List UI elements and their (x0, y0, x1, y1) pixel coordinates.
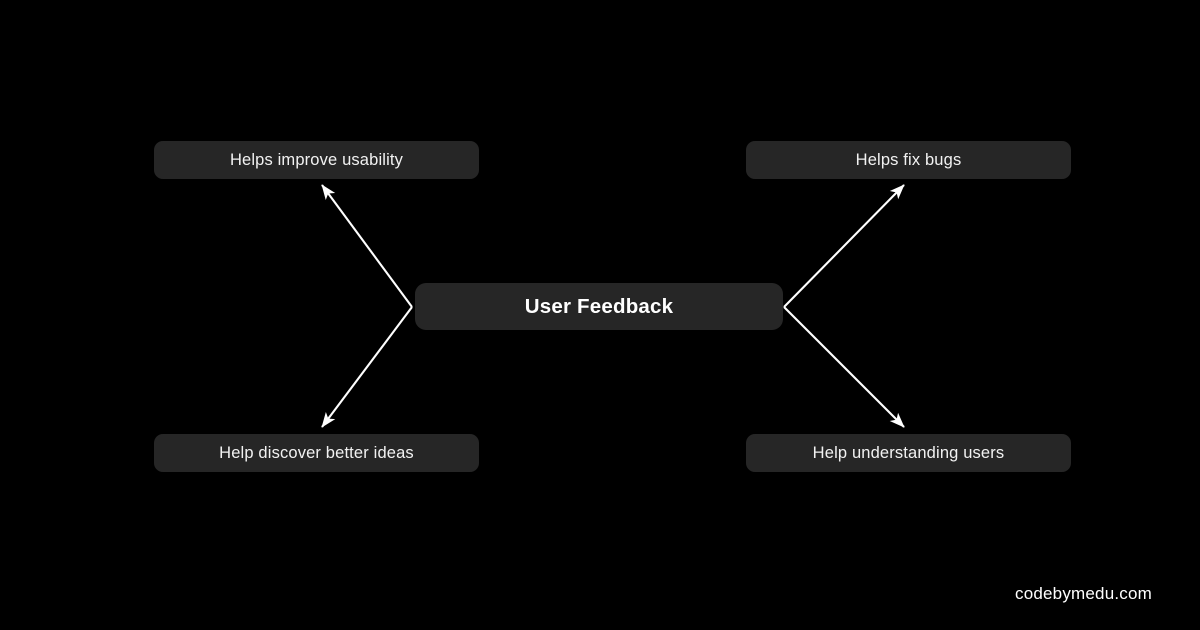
branch-node-label: Helps improve usability (229, 150, 404, 169)
branch-node-top-left[interactable]: Helps improve usability (154, 141, 479, 179)
branch-node-label: Help discover better ideas (219, 443, 414, 462)
branch-node-top-right[interactable]: Helps fix bugs (746, 141, 1071, 179)
center-node-label: User Feedback (524, 294, 674, 318)
edge-center-to-top-left (321, 184, 413, 308)
edge-center-to-bottom-right (783, 306, 905, 428)
center-node-user-feedback[interactable]: User Feedback (415, 283, 783, 330)
edge-center-to-bottom-left (321, 306, 413, 428)
branch-node-bottom-right[interactable]: Help understanding users (746, 434, 1071, 472)
branch-node-label: Help understanding users (812, 443, 1005, 462)
watermark: codebymedu.com (1015, 584, 1152, 603)
branch-node-label: Helps fix bugs (855, 150, 962, 169)
edge-center-to-top-right (783, 184, 905, 308)
branch-node-bottom-left[interactable]: Help discover better ideas (154, 434, 479, 472)
